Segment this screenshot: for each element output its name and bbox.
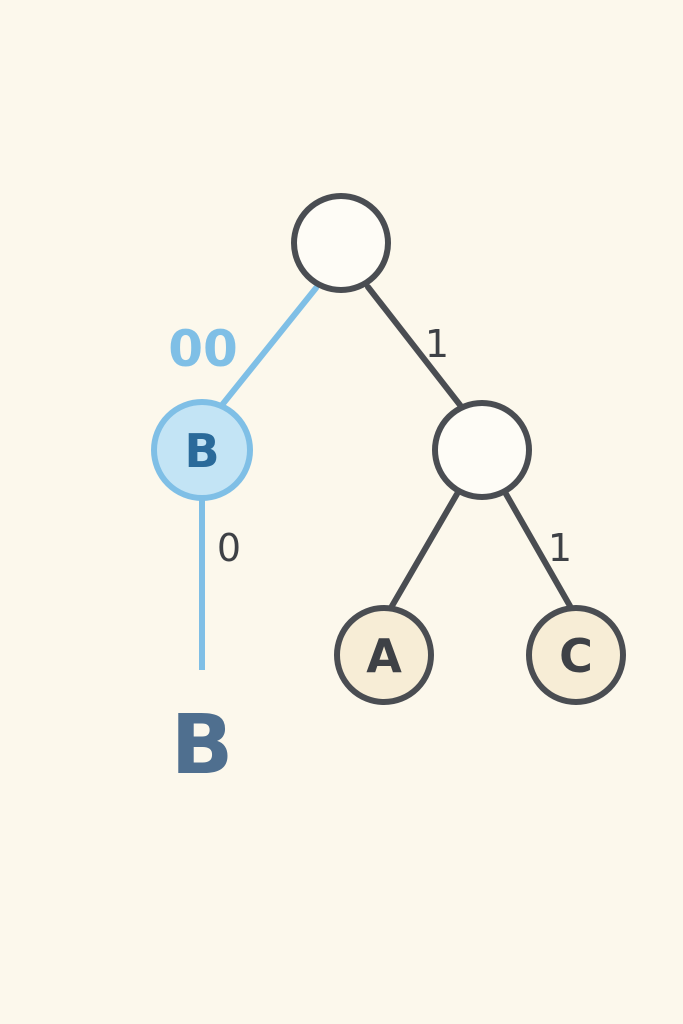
leaf-b-label: B [184,424,219,478]
decoded-result: B [171,698,234,793]
leaf-c-label: C [559,629,593,683]
leaf-node-c [526,605,626,705]
edge-internal-to-c [503,491,573,609]
code-root-left: 00 [168,320,238,378]
leaf-node-b [151,399,253,501]
root-node [291,193,391,293]
edge-root-to-internal [365,284,463,408]
leaf-a-label: A [366,629,402,683]
code-internal-right: 1 [548,526,572,570]
leaf-node-a [334,605,434,705]
internal-node [432,400,532,500]
edge-internal-to-a [389,491,460,609]
code-root-right: 1 [425,322,449,366]
code-b-down: 0 [217,526,241,570]
edge-root-to-b [219,285,319,408]
